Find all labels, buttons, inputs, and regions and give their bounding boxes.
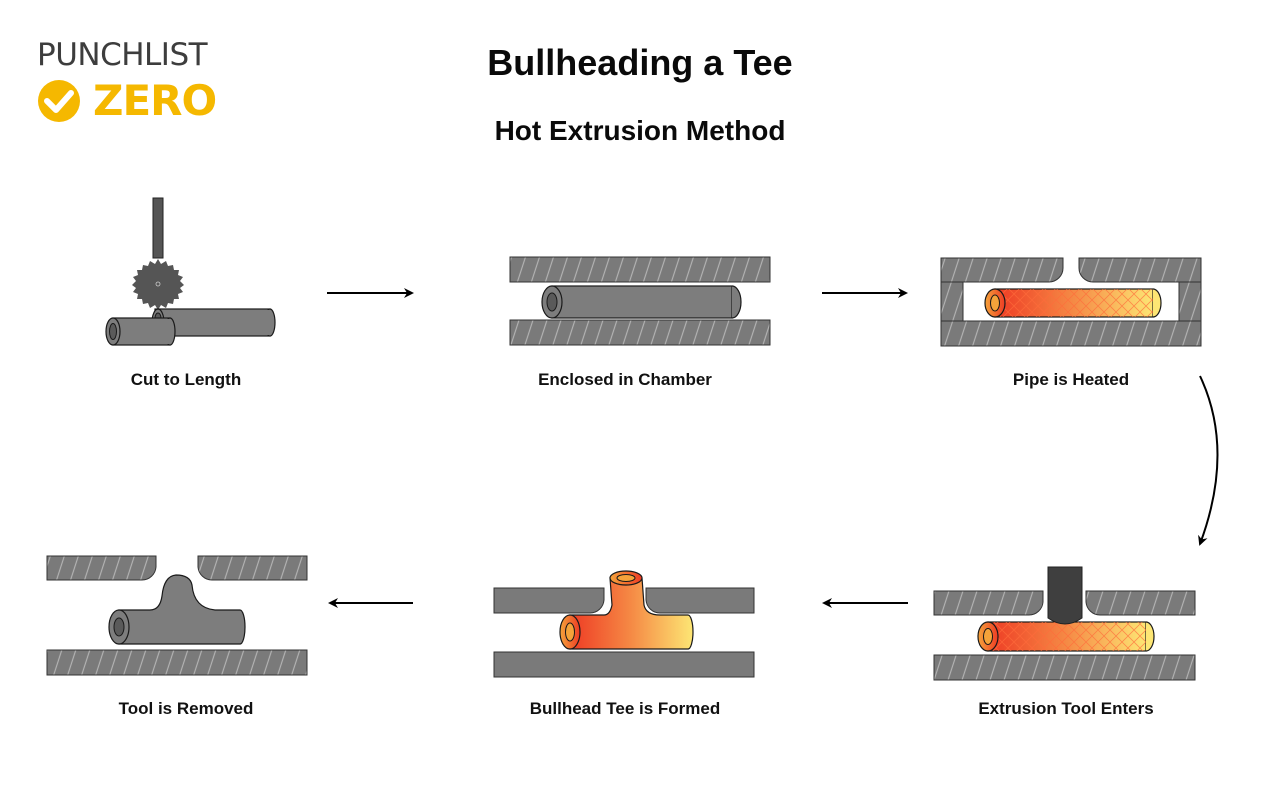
die-top-left	[940, 257, 1064, 283]
die-side-right	[1178, 281, 1202, 322]
die-top-right	[645, 587, 755, 614]
step-3-pipe-is-heated	[940, 257, 1202, 347]
step-1-caption: Cut to Length	[130, 370, 242, 389]
heated-pipe	[977, 621, 1155, 652]
formed-tee	[108, 574, 246, 645]
logo-bottom-row: ZERO	[37, 76, 217, 125]
die-side-left	[940, 281, 964, 322]
step-3-caption: Pipe is Heated	[1012, 370, 1130, 389]
page-subtitle: Hot Extrusion Method	[494, 115, 786, 146]
step-2-caption: Enclosed in Chamber	[538, 370, 712, 389]
curved-arrow-down-icon	[1198, 375, 1219, 546]
die-top-left	[493, 587, 605, 614]
saw-arm	[152, 197, 164, 259]
pipe	[541, 285, 742, 319]
die-bottom	[933, 654, 1196, 681]
step-6-tool-is-removed	[46, 555, 308, 676]
die-top-right	[1078, 257, 1202, 283]
punchlist-zero-logo: PUNCHLIST ZERO	[37, 38, 237, 128]
saw-blade-icon	[132, 259, 184, 310]
check-circle-icon	[38, 80, 80, 122]
die-bottom	[940, 320, 1202, 347]
die-bottom	[493, 651, 755, 678]
logo-wordmark-punchlist: PUNCHLIST	[37, 37, 208, 73]
page-title: Bullheading a Tee	[487, 42, 793, 83]
formed-tee	[559, 570, 694, 650]
heated-pipe	[984, 288, 1162, 318]
die-bottom	[509, 319, 771, 346]
die-top-left	[46, 555, 157, 581]
step-5-caption: Bullhead Tee is Formed	[529, 699, 721, 718]
step-1-cut-to-length	[105, 197, 276, 346]
die-bottom	[46, 649, 308, 676]
short-pipe-segment	[105, 317, 176, 346]
logo-wordmark-zero: ZERO	[93, 76, 217, 125]
step-2-enclosed-in-chamber	[509, 256, 771, 346]
die-top-left	[933, 590, 1044, 616]
step-4-extrusion-tool-enters	[933, 566, 1196, 681]
step-6-caption: Tool is Removed	[118, 699, 254, 718]
step-5-bullhead-tee-formed	[493, 570, 755, 678]
step-4-caption: Extrusion Tool Enters	[978, 699, 1154, 718]
extrusion-tool	[1047, 566, 1083, 625]
die-top-right	[1085, 590, 1196, 616]
die-top	[509, 256, 771, 283]
die-top-right	[197, 555, 308, 581]
